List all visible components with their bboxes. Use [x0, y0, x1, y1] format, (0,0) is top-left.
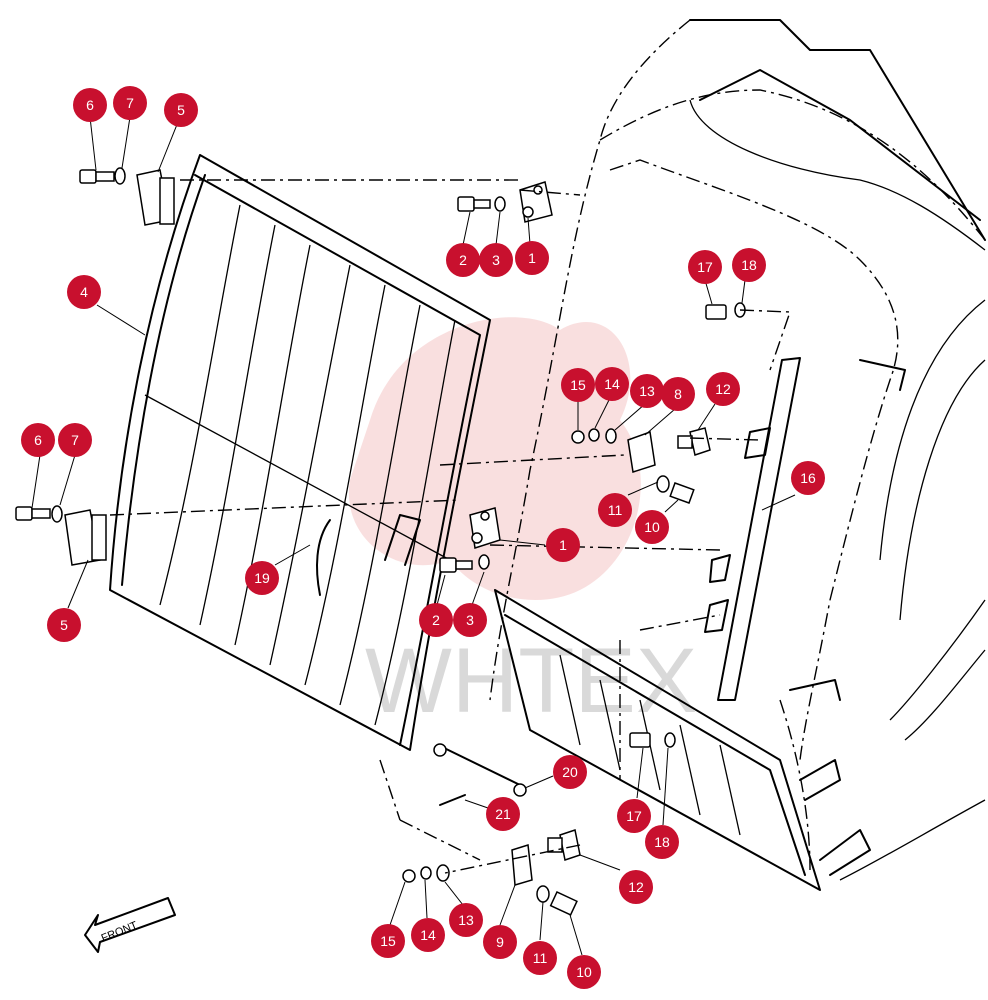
callout: 20: [553, 755, 587, 789]
callout: 6: [73, 88, 107, 122]
callout: 11: [523, 941, 557, 975]
callout: 6: [21, 423, 55, 457]
hinge-lower: [64, 509, 107, 566]
callout: 13: [630, 374, 664, 408]
callout: 18: [732, 248, 766, 282]
latch-upper: [519, 181, 553, 223]
rod-20: [433, 743, 527, 797]
callout-label: 15: [380, 933, 396, 949]
callout: 4: [67, 275, 101, 309]
pin-21: [439, 794, 466, 806]
callout-label: 20: [562, 764, 578, 780]
front-arrow: FRONT: [84, 897, 176, 953]
callout: 7: [58, 423, 92, 457]
callout: 2: [419, 603, 453, 637]
bolt-6-upper: [79, 169, 115, 184]
callout: 11: [598, 493, 632, 527]
callout-label: 2: [459, 252, 467, 268]
callout-label: 14: [604, 376, 620, 392]
callout: 5: [164, 93, 198, 127]
callout-label: 15: [570, 377, 586, 393]
callout: 10: [567, 955, 601, 989]
callout-label: 5: [177, 102, 185, 118]
callout: 7: [113, 86, 147, 120]
callout: 8: [661, 377, 695, 411]
leader-lines: [31, 116, 796, 956]
callout: 1: [515, 241, 549, 275]
callout-label: 5: [60, 617, 68, 633]
bracket-lower: [402, 732, 676, 916]
bracket-upper: [571, 427, 711, 504]
callout-label: 12: [715, 381, 731, 397]
callout: 21: [486, 797, 520, 831]
callout: 15: [371, 924, 405, 958]
latch-lower: [469, 507, 501, 549]
callout-label: 2: [432, 612, 440, 628]
callout: 10: [635, 510, 669, 544]
bolt-6-lower: [15, 506, 51, 521]
callout-label: 3: [466, 612, 474, 628]
callout: 14: [595, 367, 629, 401]
front-arrow-label: FRONT: [100, 919, 140, 944]
callout-label: 12: [628, 879, 644, 895]
callout: 12: [706, 372, 740, 406]
callout: 3: [453, 603, 487, 637]
callout-label: 6: [34, 432, 42, 448]
rail-16: [704, 302, 801, 701]
callout-label: 8: [674, 386, 682, 402]
callout-label: 17: [626, 808, 642, 824]
callout: 13: [449, 903, 483, 937]
callout: 17: [617, 799, 651, 833]
callout: 12: [619, 870, 653, 904]
callout: 14: [411, 918, 445, 952]
callout-label: 19: [254, 570, 270, 586]
callout: 2: [446, 243, 480, 277]
bolt-2-lower: [439, 554, 490, 573]
callout: 1: [546, 528, 580, 562]
callout-label: 6: [86, 97, 94, 113]
washer-7-lower: [51, 505, 63, 523]
callout-label: 18: [741, 257, 757, 273]
callout-label: 9: [496, 934, 504, 950]
callout-label: 7: [126, 95, 134, 111]
callout-label: 11: [608, 502, 623, 518]
callout: 15: [561, 368, 595, 402]
callout-label: 3: [492, 252, 500, 268]
callout-label: 18: [654, 834, 670, 850]
callout-label: 13: [458, 912, 474, 928]
callout-label: 11: [533, 950, 548, 966]
callout-label: 13: [639, 383, 655, 399]
callout-label: 17: [697, 259, 713, 275]
callout-label: 21: [495, 806, 511, 822]
callout-label: 7: [71, 432, 79, 448]
callout-label: 1: [559, 537, 567, 553]
callout-label: 4: [80, 284, 88, 300]
hinge-upper: [136, 169, 175, 226]
bolt-2-upper: [457, 196, 506, 212]
callout-label: 10: [576, 964, 592, 980]
callout-label: 14: [420, 927, 436, 943]
callout: 5: [47, 608, 81, 642]
callout: 9: [483, 925, 517, 959]
callout-label: 10: [644, 519, 660, 535]
callout-label: 1: [528, 250, 536, 266]
connection-lines: [109, 179, 791, 874]
callout: 16: [791, 461, 825, 495]
callout: 19: [245, 561, 279, 595]
cab-outline: [379, 19, 986, 881]
door-screen: [109, 154, 491, 751]
callout: 3: [479, 243, 513, 277]
washer-7-upper: [114, 167, 126, 185]
callout-label: 16: [800, 470, 816, 486]
callout: 17: [688, 250, 722, 284]
watermark-logo: [348, 317, 641, 600]
callout: 18: [645, 825, 679, 859]
